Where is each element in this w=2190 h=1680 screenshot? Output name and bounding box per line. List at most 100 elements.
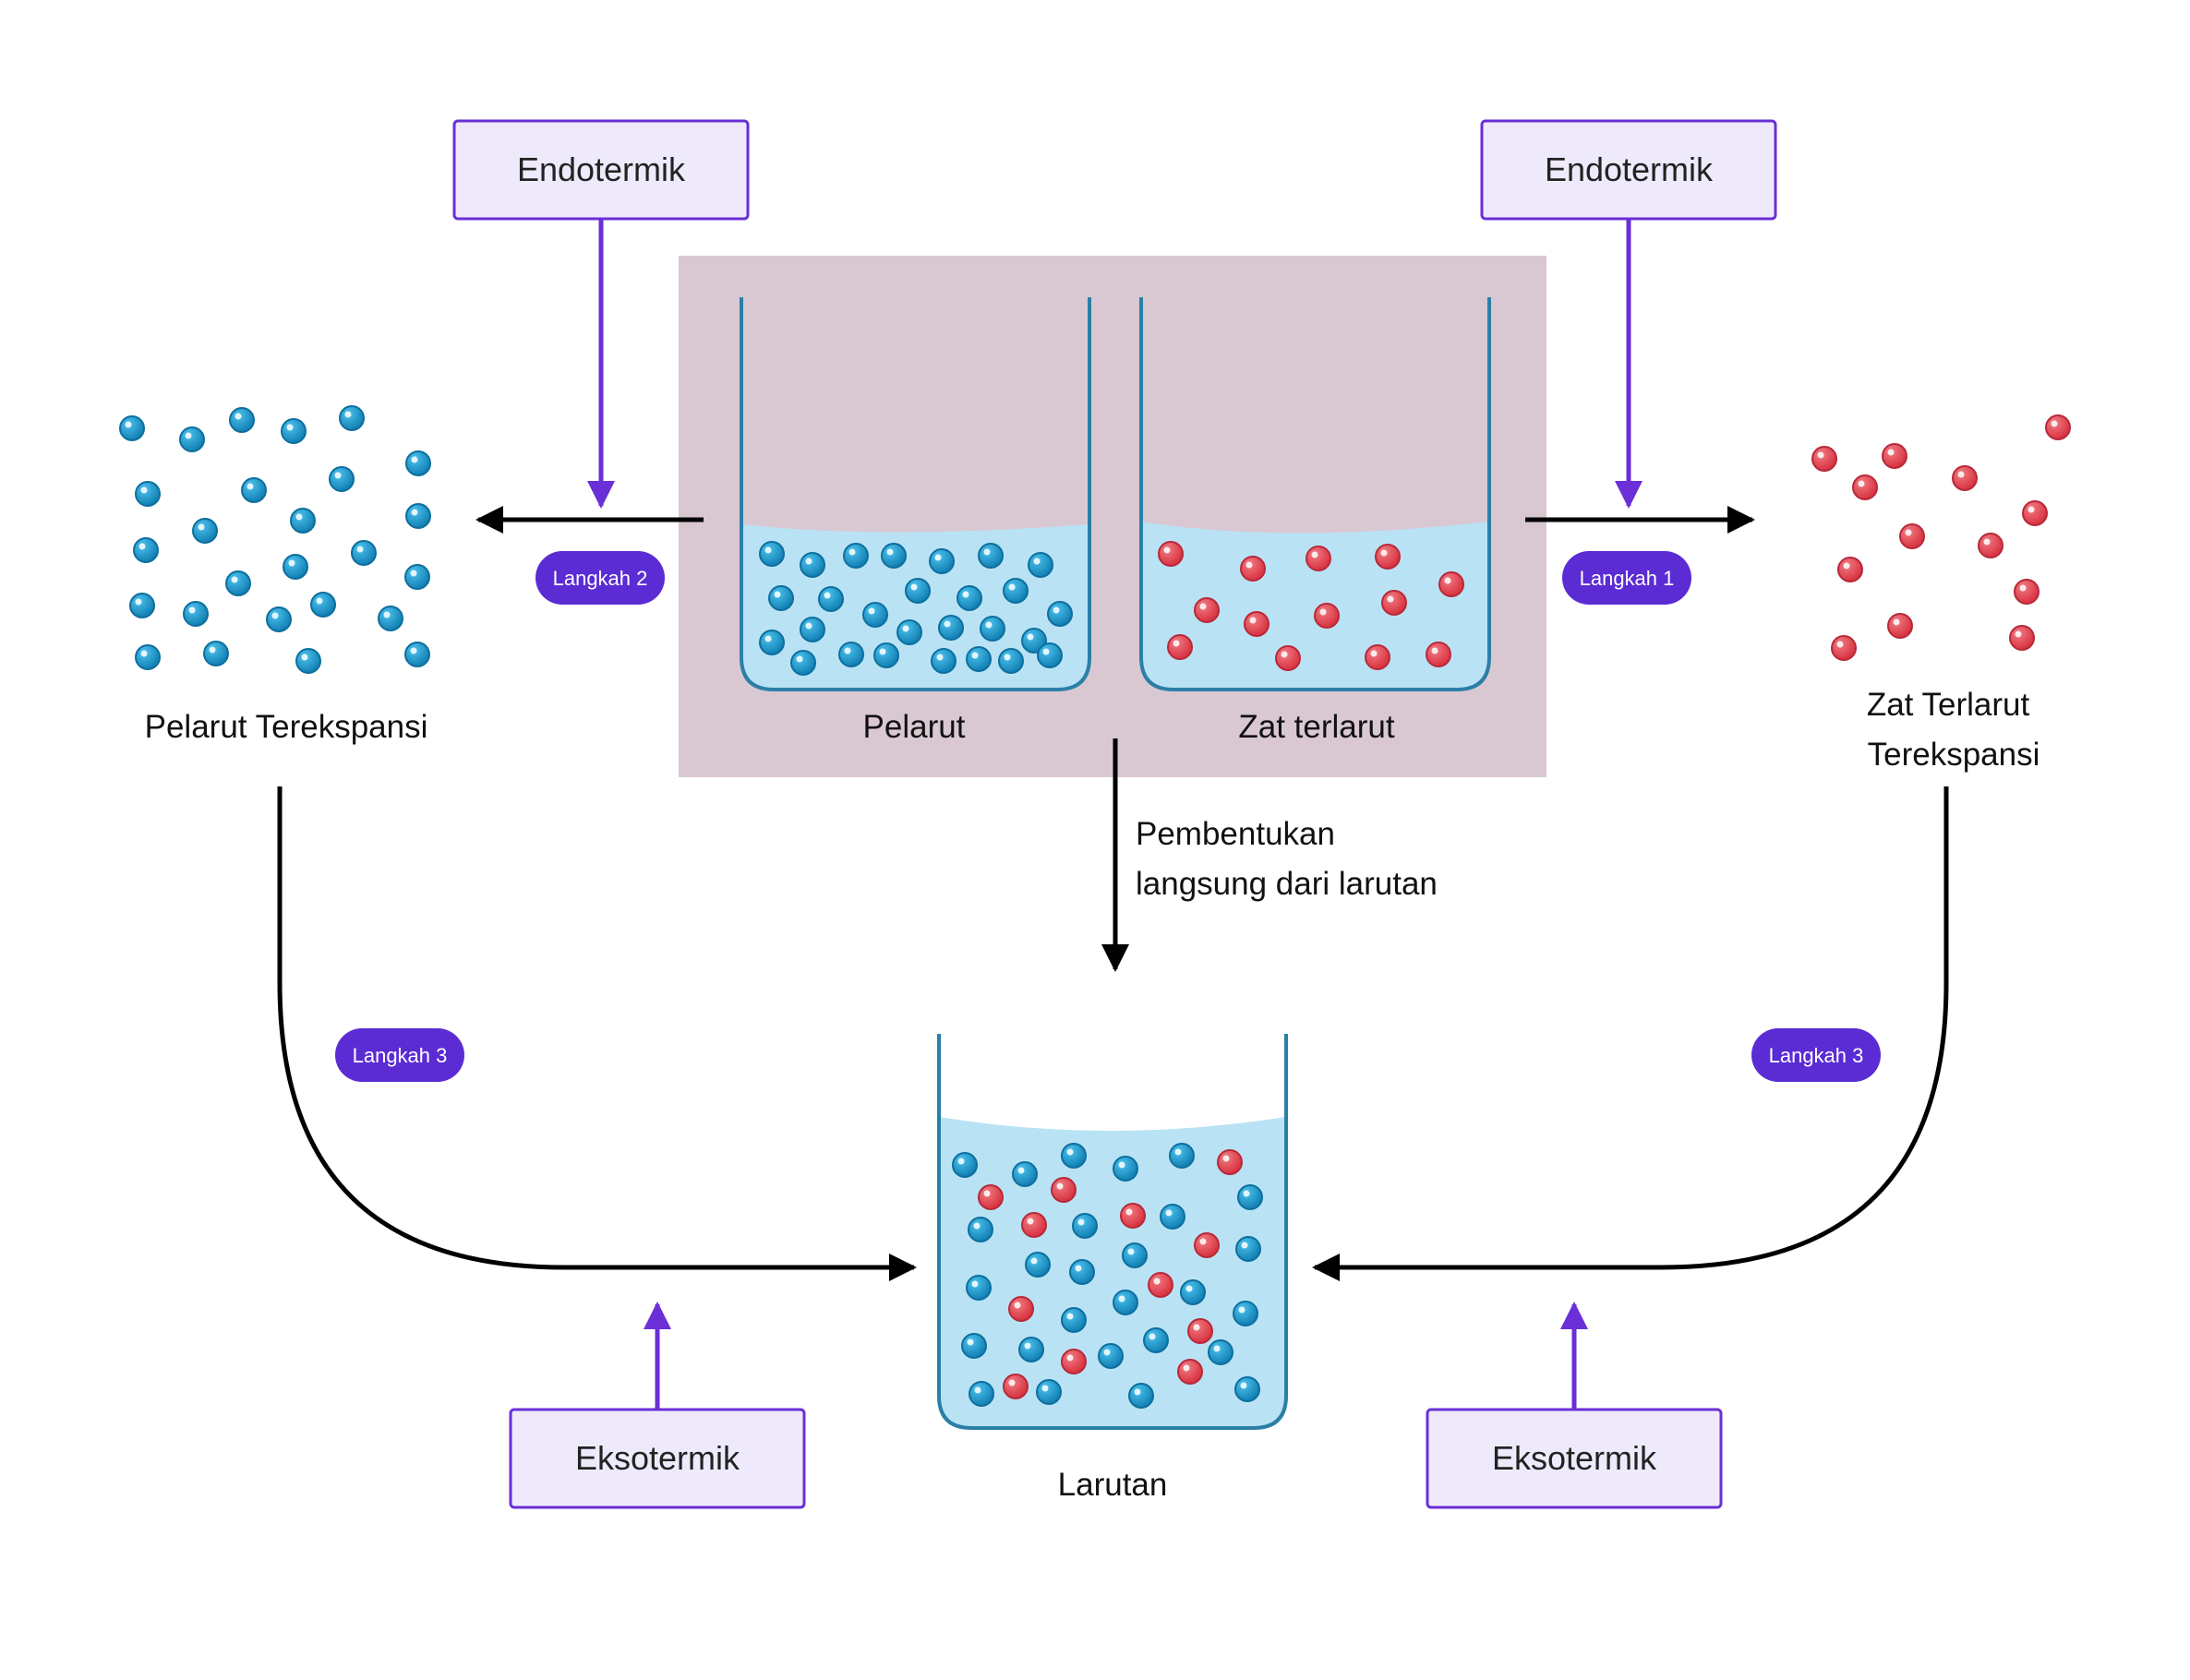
endothermic-box-right: Endotermik — [1480, 119, 1777, 221]
particle-highlight — [1817, 451, 1824, 459]
expanded-solvent-particle — [295, 648, 321, 674]
expanded-solute-particle — [2014, 579, 2040, 605]
particle-highlight — [1213, 1345, 1221, 1352]
particle-highlight — [1957, 471, 1965, 478]
particle-highlight — [1027, 1218, 1034, 1225]
particle-highlight — [764, 546, 772, 554]
particle-highlight — [774, 591, 781, 598]
solute-particle — [1438, 571, 1464, 597]
particle-highlight — [1983, 538, 1991, 546]
solvent-particle — [1028, 552, 1053, 578]
particle-highlight — [1066, 1313, 1074, 1320]
expanded-solute-particle — [1952, 465, 1978, 491]
particle-highlight — [209, 646, 216, 654]
solvent-particle — [938, 615, 964, 641]
particle-highlight — [944, 620, 951, 628]
solution-solvent-particle — [1180, 1279, 1206, 1305]
expanded-solvent-particle — [183, 601, 209, 627]
solution-solvent-particle — [1098, 1343, 1124, 1369]
particle-highlight — [1008, 583, 1016, 591]
particle-highlight — [271, 612, 279, 619]
particle-highlight — [910, 583, 918, 591]
particle-highlight — [962, 591, 969, 598]
particle-highlight — [844, 647, 851, 654]
particle-highlight — [135, 598, 142, 606]
expanded-solvent-particle — [266, 606, 292, 632]
particle-highlight — [1249, 617, 1257, 624]
expanded-solute-particle — [1899, 523, 1925, 549]
solution-solvent-particle — [969, 1381, 994, 1407]
particle-highlight — [1199, 1238, 1207, 1245]
solution-solvent-particle — [1233, 1301, 1258, 1326]
particle-highlight — [2019, 584, 2027, 592]
expanded-solute-particle — [2009, 625, 2035, 651]
particle-highlight — [983, 548, 991, 556]
expanded-solute-particle — [1811, 446, 1837, 472]
solution-solute-particle — [1148, 1272, 1173, 1298]
particle-highlight — [1243, 1190, 1250, 1197]
direct-formation-label-line1: Pembentukan — [1136, 816, 1335, 852]
particle-highlight — [1238, 1306, 1245, 1314]
particle-highlight — [1118, 1161, 1125, 1169]
exothermic-box-left: Eksotermik — [509, 1408, 806, 1509]
particle-highlight — [1030, 1257, 1038, 1265]
particle-highlight — [1077, 1218, 1085, 1226]
particle-highlight — [334, 472, 342, 479]
solvent-particle — [843, 543, 869, 569]
expanded-solvent-particle — [329, 466, 355, 492]
particle-highlight — [301, 654, 308, 661]
solution-solute-particle — [1187, 1318, 1213, 1344]
particle-highlight — [411, 509, 418, 516]
solution-solute-particle — [1120, 1203, 1146, 1229]
particle-highlight — [1174, 1148, 1182, 1156]
particle-highlight — [1004, 654, 1011, 661]
particle-highlight — [1163, 546, 1171, 554]
solute-particle — [1158, 541, 1184, 567]
particle-highlight — [125, 421, 132, 428]
solution-solvent-particle — [1208, 1339, 1233, 1365]
expanded-solvent-particle — [404, 564, 430, 590]
solvent-particle — [957, 585, 982, 611]
particle-highlight — [1125, 1208, 1133, 1216]
particle-highlight — [1149, 1333, 1156, 1340]
particle-highlight — [1053, 606, 1060, 614]
particle-highlight — [231, 576, 238, 583]
solution-solvent-particle — [1235, 1236, 1261, 1262]
particle-highlight — [1134, 1388, 1141, 1396]
solution-solute-particle — [1061, 1349, 1087, 1374]
particle-highlight — [868, 607, 875, 615]
particle-highlight — [2028, 506, 2035, 513]
direct-formation-label-line2: langsung dari larutan — [1136, 866, 1438, 902]
particle-highlight — [1027, 633, 1034, 641]
particle-highlight — [1193, 1324, 1200, 1331]
solution-solvent-particle — [1012, 1161, 1038, 1187]
particle-highlight — [1222, 1155, 1230, 1162]
particle-highlight — [295, 513, 303, 521]
particle-highlight — [805, 622, 812, 630]
solvent-particle — [931, 648, 957, 674]
solution-solvent-particle — [1069, 1259, 1095, 1285]
particle-highlight — [1017, 1167, 1025, 1174]
endothermic-box-left: Endotermik — [452, 119, 750, 221]
particle-highlight — [971, 652, 979, 659]
solvent-particle — [759, 541, 785, 567]
particle-highlight — [1127, 1248, 1135, 1255]
solution-solvent-particle — [1018, 1337, 1044, 1362]
particle-highlight — [974, 1386, 981, 1394]
solution-solvent-particle — [1061, 1307, 1087, 1333]
solution-beaker — [937, 1034, 1288, 1430]
expanded-solvent-particle — [203, 641, 229, 666]
particle-highlight — [288, 559, 295, 567]
solution-solvent-particle — [1128, 1383, 1154, 1409]
solvent-beaker — [740, 297, 1091, 691]
expanded-solvent-particle — [290, 508, 316, 534]
solution-solute-particle — [1051, 1177, 1077, 1203]
particle-highlight — [1281, 651, 1288, 658]
particle-highlight — [2051, 420, 2058, 427]
solvent-particle — [978, 543, 1004, 569]
particle-highlight — [1008, 1379, 1016, 1386]
solution-solvent-particle — [1036, 1379, 1062, 1405]
solvent-particle — [905, 578, 931, 604]
solute-particle — [1275, 645, 1301, 671]
